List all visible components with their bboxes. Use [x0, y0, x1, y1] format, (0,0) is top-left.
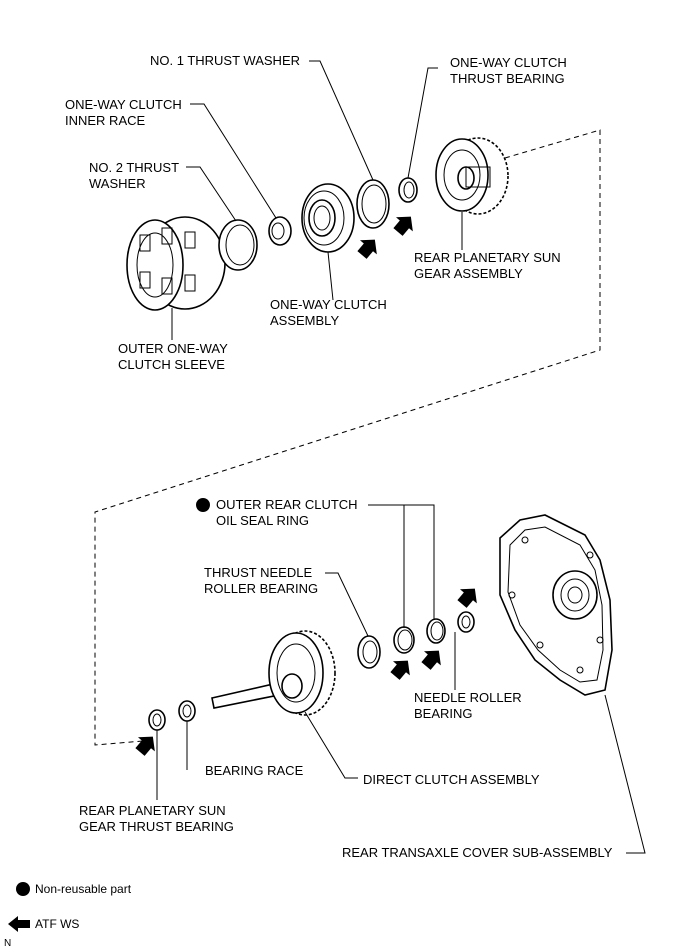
non-reusable-legend-dot-icon: [16, 882, 30, 896]
one-way-clutch-thrust-bearing-part: [398, 177, 418, 203]
label-rear-planetary-sun-gear-thrust-bearing: REAR PLANETARY SUN GEAR THRUST BEARING: [79, 803, 234, 834]
label-one-way-clutch-thrust-bearing: ONE-WAY CLUTCH THRUST BEARING: [450, 55, 567, 86]
label-rear-planetary-sun-gear-assembly: REAR PLANETARY SUN GEAR ASSEMBLY: [414, 250, 561, 281]
thrust-needle-roller-bearing-part: [357, 635, 381, 669]
rear-planetary-sun-gear-part: [435, 137, 509, 215]
label-outer-one-way-clutch-sleeve: OUTER ONE-WAY CLUTCH SLEEVE: [118, 341, 228, 372]
needle-roller-bearing-part: [457, 611, 475, 633]
label-one-way-clutch-inner-race: ONE-WAY CLUTCH INNER RACE: [65, 97, 182, 128]
corner-mark: N: [4, 938, 12, 949]
atf-legend-arrow-icon: [8, 916, 30, 932]
no1-thrust-washer-part: [356, 179, 390, 229]
label-thrust-needle-roller-bearing: THRUST NEEDLE ROLLER BEARING: [204, 565, 319, 596]
legend-atf-label: ATF WS: [35, 917, 80, 931]
one-way-clutch-inner-race-part: [268, 216, 292, 246]
label-direct-clutch-assembly: DIRECT CLUTCH ASSEMBLY: [363, 772, 540, 787]
no2-thrust-washer-part: [218, 219, 258, 271]
rear-transaxle-cover-part: [499, 514, 613, 696]
atf-arrow-icon: [393, 216, 413, 236]
label-no1-thrust-washer: NO. 1 THRUST WASHER: [150, 53, 301, 68]
label-rear-transaxle-cover-sub-assembly: REAR TRANSAXLE COVER SUB-ASSEMBLY: [342, 845, 613, 860]
leader-lines: [156, 60, 646, 854]
label-one-way-clutch-assembly: ONE-WAY CLUTCH ASSEMBLY: [270, 297, 387, 328]
label-bearing-race: BEARING RACE: [205, 763, 304, 778]
label-no2-thrust-washer: NO. 2 THRUST WASHER: [89, 160, 180, 191]
non-reusable-dot-icon: [196, 498, 210, 512]
atf-arrow-icon: [135, 736, 155, 756]
atf-arrow-icon: [421, 650, 441, 670]
outer-one-way-clutch-sleeve-part: [126, 216, 226, 311]
label-needle-roller-bearing: NEEDLE ROLLER BEARING: [414, 690, 522, 721]
atf-arrow-icon: [390, 660, 410, 680]
dashed-alignment-line: [94, 129, 601, 746]
atf-arrow-icon: [357, 239, 377, 259]
one-way-clutch-assembly-part: [301, 183, 355, 253]
rear-sun-gear-thrust-bearing-part: [148, 709, 166, 731]
direct-clutch-assembly-part: [211, 630, 336, 716]
bearing-race-part: [178, 700, 196, 722]
label-outer-rear-clutch-oil-seal-ring: OUTER REAR CLUTCH OIL SEAL RING: [216, 497, 358, 528]
oil-seal-ring-1-part: [393, 626, 415, 654]
legend-non-reusable-label: Non-reusable part: [35, 882, 132, 896]
oil-seal-ring-2-part: [426, 618, 446, 644]
atf-arrow-icon: [457, 588, 477, 608]
